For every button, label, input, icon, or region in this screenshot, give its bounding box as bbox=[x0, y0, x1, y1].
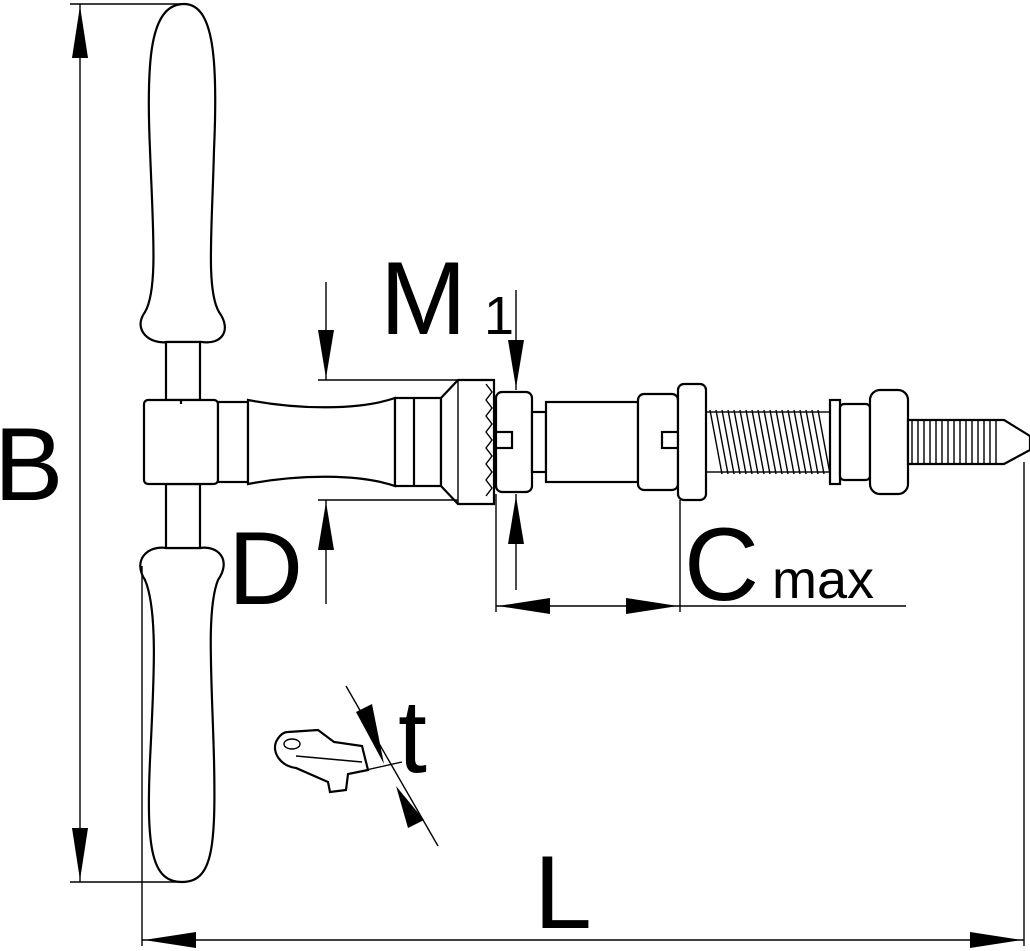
label-t: t bbox=[398, 679, 427, 795]
dim-l bbox=[141, 462, 1025, 948]
blade-part bbox=[273, 728, 370, 794]
t-handle bbox=[139, 2, 226, 884]
tool-body bbox=[216, 378, 496, 506]
dim-cmax bbox=[495, 494, 906, 614]
label-l: L bbox=[534, 835, 592, 951]
dim-b bbox=[70, 3, 182, 883]
dim-t bbox=[345, 685, 439, 847]
label-c: C bbox=[684, 507, 759, 623]
label-d: D bbox=[228, 511, 303, 627]
dim-m1 bbox=[508, 290, 524, 590]
label-m-sub: 1 bbox=[484, 286, 514, 346]
label-b: B bbox=[0, 407, 63, 523]
spring bbox=[705, 388, 910, 496]
spindle bbox=[494, 382, 708, 502]
label-c-sub: max bbox=[772, 550, 874, 610]
label-m: M bbox=[380, 241, 467, 357]
threaded-tip bbox=[906, 418, 1030, 466]
dim-d bbox=[318, 282, 458, 604]
